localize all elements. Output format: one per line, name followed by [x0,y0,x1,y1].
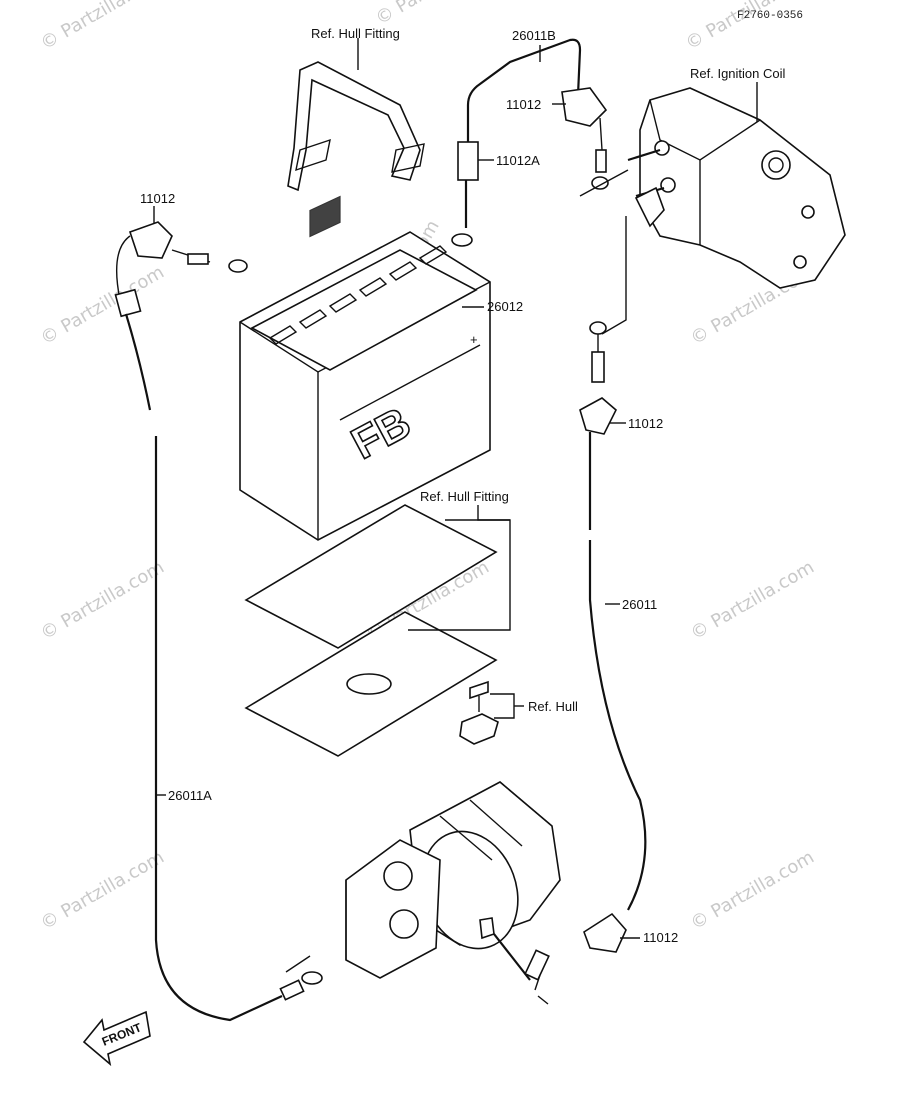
battery: FB + [239,195,491,541]
battery-pads [244,504,511,757]
watermark: © Partzilla.com [37,557,168,645]
label-ref-hull-fitting-top: Ref. Hull Fitting [311,26,400,41]
hull-fitting-strap [287,38,425,192]
ignition-coil [627,82,846,289]
leader-line [490,693,515,719]
drawing-code: F2760-0356 [737,10,803,22]
cable-26011A [114,206,323,1022]
label-26012: 26012 [487,299,523,314]
label-26011A: 26011A [168,788,212,803]
starter-motor [345,781,561,1005]
label-11012-right: 11012 [628,416,663,431]
watermark: © Partzilla.com [682,0,813,54]
label-ref-ignition-coil: Ref. Ignition Coil [690,66,785,81]
watermark: © Partzilla.com [372,0,503,29]
label-26011B: 26011B [512,28,556,43]
watermark: © Partzilla.com [37,262,168,350]
cable-26011B [451,38,629,247]
label-ref-hull-fitting-mid: Ref. Hull Fitting [420,489,509,504]
watermark: © Partzilla.com [687,847,818,935]
label-11012A: 11012A [496,153,540,168]
hull-screw [459,680,524,745]
label-ref-hull: Ref. Hull [528,699,578,714]
watermark: © Partzilla.com [687,557,818,645]
label-11012-top-mid: 11012 [506,97,541,112]
front-arrow: FRONT [82,1010,151,1067]
cable-26011 [579,216,647,953]
label-11012-left: 11012 [140,191,175,206]
label-26011: 26011 [622,597,657,612]
battery-plus-sign: + [470,332,478,347]
watermark: © Partzilla.com [37,847,168,935]
label-11012-bottom: 11012 [643,930,678,945]
watermark: © Partzilla.com [37,0,168,54]
